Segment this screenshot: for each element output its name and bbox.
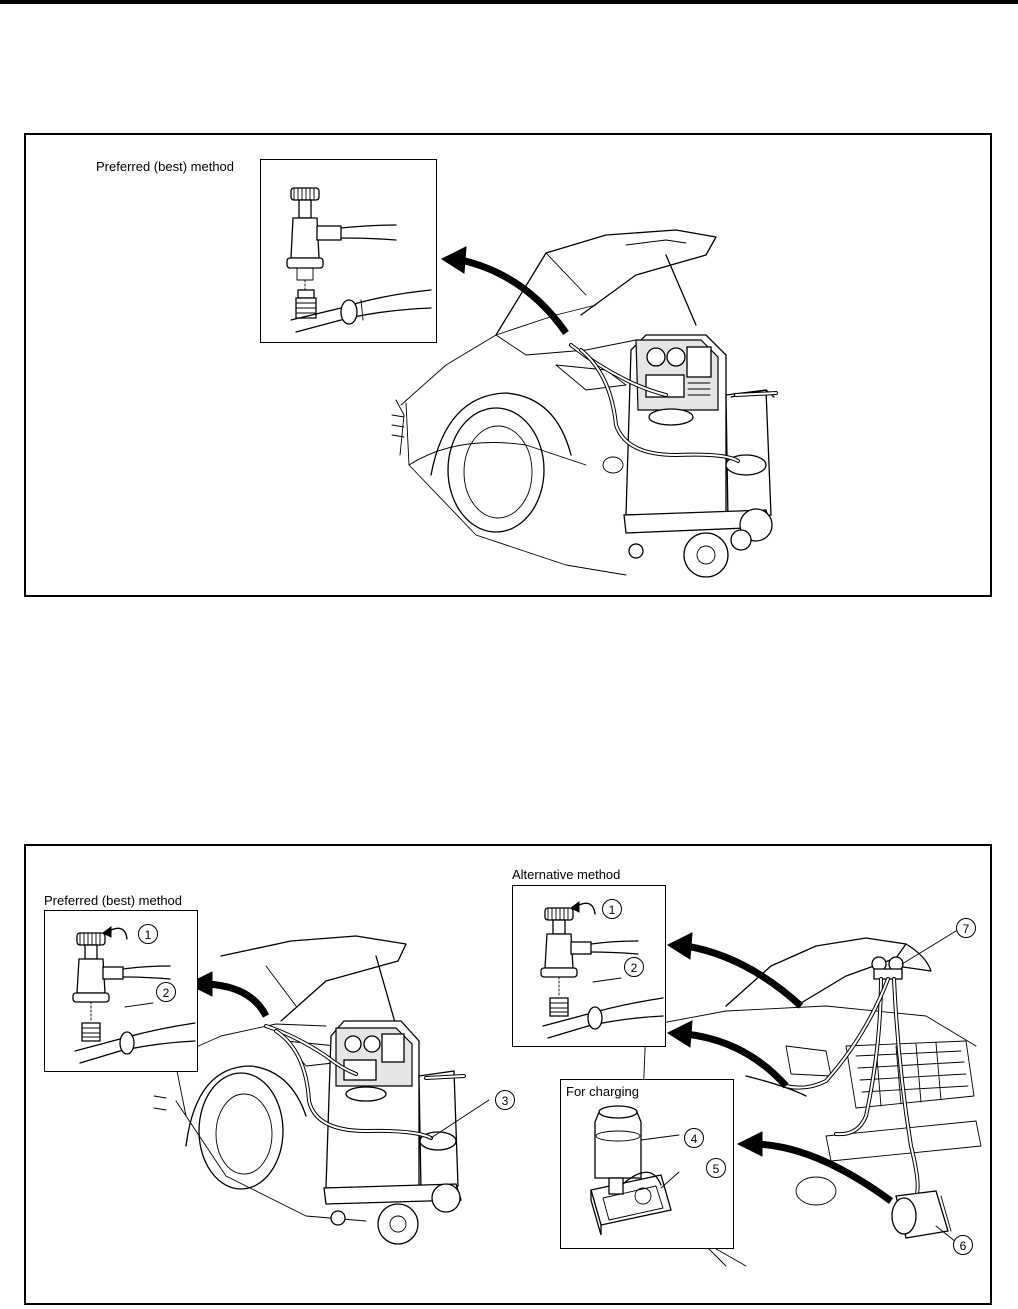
left-arrow-head <box>186 971 213 997</box>
callout-3-leader <box>430 1099 490 1139</box>
callout-2-left: 2 <box>156 982 176 1002</box>
figure-2-methods: Preferred (best) method 1 2 Alternative … <box>24 844 992 1305</box>
preferred-coupler-illustration <box>72 926 196 1064</box>
callout-1-alt: 1 <box>602 899 622 919</box>
charging-arrow <box>755 1140 894 1204</box>
callout-7: 7 <box>956 918 976 938</box>
truck-illustration <box>391 229 717 576</box>
figure-2-illustration <box>153 930 982 1267</box>
alt-arrow-lower <box>685 1030 789 1089</box>
left-connection-arrow <box>205 980 270 1018</box>
callout-3: 3 <box>495 1090 515 1110</box>
figure-1-illustration <box>391 229 778 578</box>
top-rule <box>0 0 1018 4</box>
alternative-inset-label: Alternative method <box>512 867 621 882</box>
alt-arrow-upper <box>685 942 804 1009</box>
charging-illustration <box>590 1105 680 1236</box>
recovery-station-machine <box>569 334 778 578</box>
inset-coupler-detail <box>260 159 437 343</box>
figure-1-preferred-method: Preferred (best) method <box>24 133 992 597</box>
callout-6: 6 <box>953 1235 973 1255</box>
coupler-detail-illustration <box>286 187 432 333</box>
connection-arrow <box>440 246 569 335</box>
left-recovery-station-machine <box>264 1020 466 1245</box>
callout-4: 4 <box>684 1128 704 1148</box>
vacuum-pump <box>891 1190 962 1247</box>
callout-1-left: 1 <box>138 924 158 944</box>
charging-inset-label: For charging <box>566 1084 639 1099</box>
charging-inset <box>560 1079 734 1249</box>
preferred-inset-label: Preferred (best) method <box>44 893 183 908</box>
callout-2-alt: 2 <box>624 957 644 977</box>
charging-arrow-head <box>736 1131 763 1157</box>
alt-arrow-upper-head <box>666 932 693 960</box>
inset-label: Preferred (best) method <box>96 159 235 174</box>
manifold-gauge-set <box>784 930 957 1198</box>
callout-5: 5 <box>706 1158 726 1178</box>
alternative-coupler-illustration <box>540 901 664 1039</box>
alt-arrow-lower-head <box>666 1020 693 1048</box>
